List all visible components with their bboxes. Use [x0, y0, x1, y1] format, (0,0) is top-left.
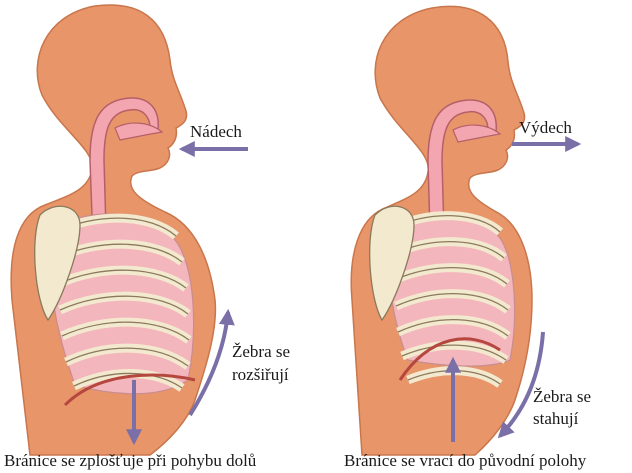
exhalation-label: Výdech [519, 118, 572, 137]
inhalation-figure [11, 5, 248, 455]
right-ribs-label-line2: stahují [533, 409, 579, 428]
inhalation-label: Nádech [190, 122, 242, 141]
right-caption: Bránice se vrací do původní polohy [344, 451, 587, 470]
left-ribs-label-line1: Žebra se [232, 342, 290, 361]
right-ribs-label-line1: Žebra se [533, 387, 591, 406]
left-ribs-label-line2: rozšiřují [232, 365, 289, 384]
left-caption: Bránice se zplošťuje při pohybu dolů [4, 451, 257, 470]
